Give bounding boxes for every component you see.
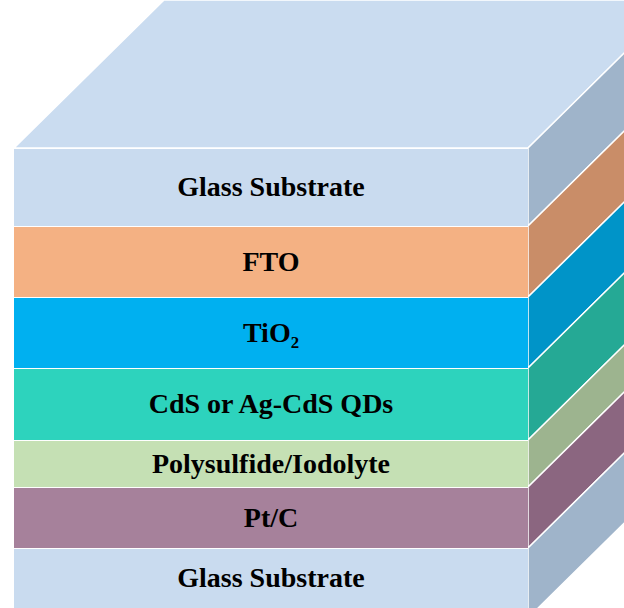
side-face: [528, 400, 624, 608]
layer-label: Glass Substrate: [177, 172, 364, 203]
layer-band: TiO₂: [14, 297, 528, 368]
top-face: [14, 0, 624, 148]
layer-label: CdS or Ag-CdS QDs: [149, 389, 394, 420]
layer-label: Pt/C: [244, 503, 298, 534]
layer-label: Polysulfide/Iodolyte: [152, 449, 390, 480]
layer-band: Glass Substrate: [14, 548, 528, 608]
layer-band: CdS or Ag-CdS QDs: [14, 368, 528, 440]
layer-label: Glass Substrate: [177, 563, 364, 594]
layer-band: Polysulfide/Iodolyte: [14, 440, 528, 487]
layer-label: TiO₂: [243, 318, 299, 349]
layer-band: Pt/C: [14, 487, 528, 548]
layer-label: FTO: [242, 247, 299, 278]
layer-band: Glass Substrate: [14, 148, 528, 226]
layer-band: FTO: [14, 226, 528, 297]
